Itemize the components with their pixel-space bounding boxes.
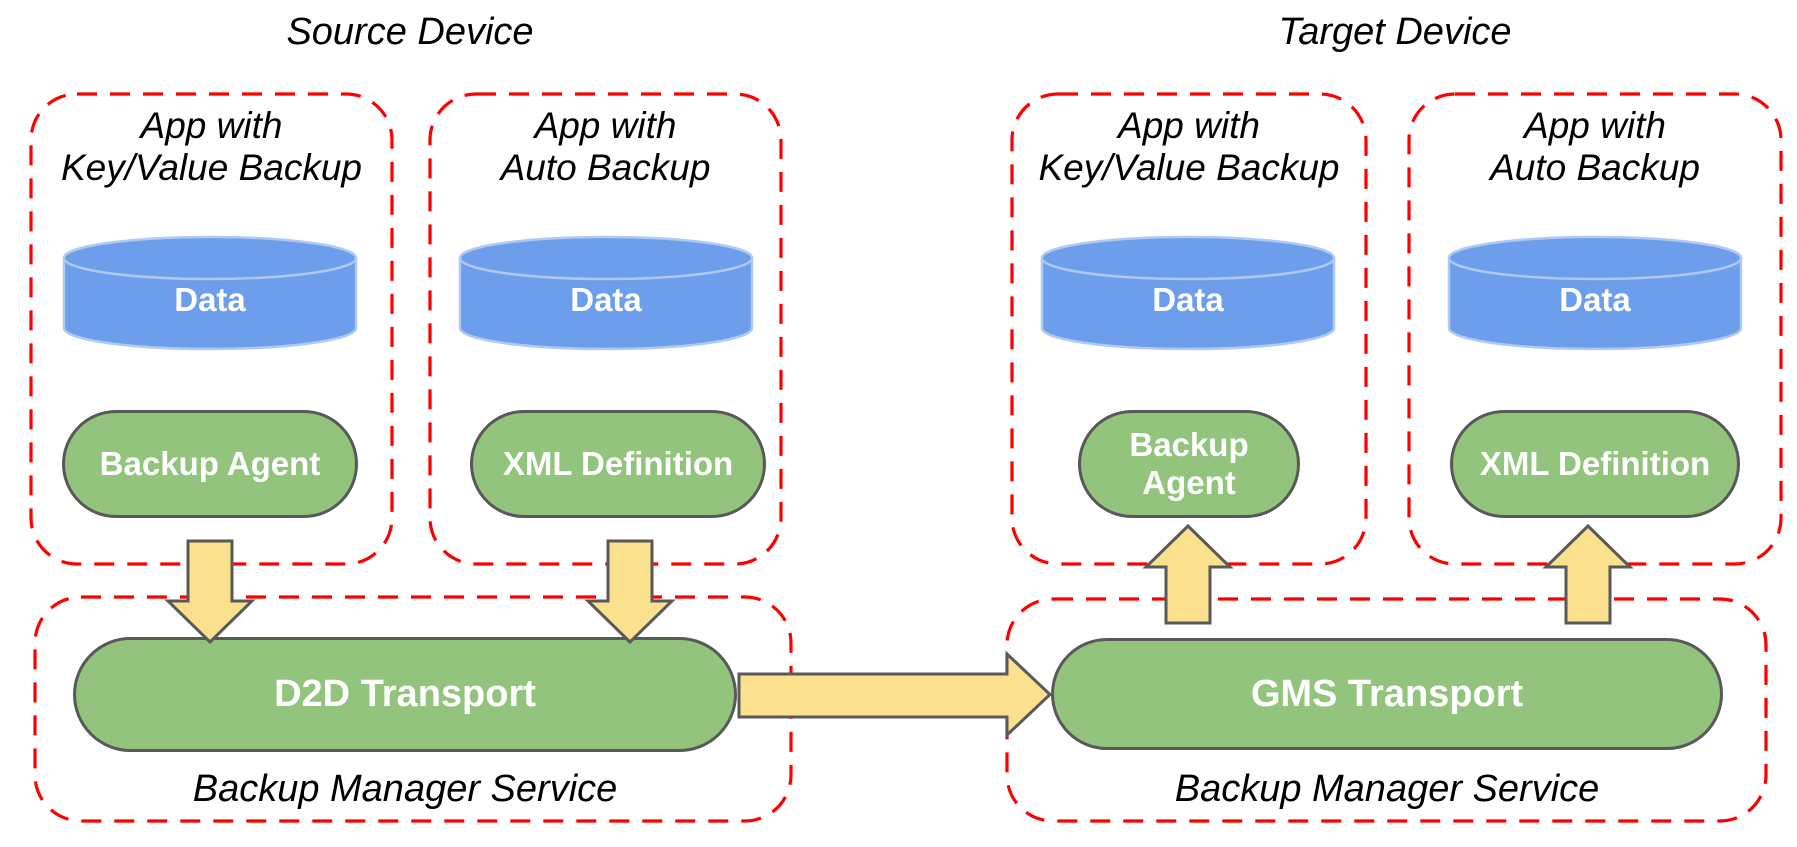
arrow-shape (164, 539, 256, 645)
cylinder-body (1447, 258, 1743, 351)
app-label-line1: App with (140, 105, 283, 146)
backup-manager-service-label: Backup Manager Service (192, 767, 618, 810)
cylinder-top (1447, 235, 1743, 281)
database-cylinder (1040, 235, 1336, 351)
data-label: Data (1152, 281, 1224, 318)
down-arrow-icon (164, 539, 256, 645)
app-label-line1: App with (1524, 105, 1666, 146)
xml-definition-box: XML Definition (470, 410, 766, 518)
backup-manager-service-label: Backup Manager Service (1174, 767, 1600, 810)
up-arrow-icon (1542, 523, 1634, 625)
database-cylinder (458, 235, 754, 351)
app-box-label: App with Auto Backup (1412, 105, 1778, 189)
arrow-shape (584, 539, 676, 645)
arrow-shape (1142, 523, 1234, 625)
app-box-outline-source-auto (428, 92, 783, 566)
down-arrow-icon (584, 539, 676, 645)
app-box-label: App with Key/Value Backup (1015, 105, 1363, 189)
app-label-line2: Auto Backup (1490, 146, 1700, 188)
service-box-outline-target (1005, 597, 1768, 823)
app-label-line2: Key/Value Backup (1038, 146, 1340, 188)
source-device-title: Source Device (286, 11, 534, 53)
database-cylinder (1447, 235, 1743, 351)
app-label-line1: App with (1118, 105, 1260, 146)
app-box-label: App with Key/Value Backup (34, 105, 389, 189)
app-label-line2: Key/Value Backup (61, 146, 362, 188)
up-arrow-icon (1142, 523, 1234, 625)
cylinder-body (1040, 258, 1336, 351)
arrow-shape (1542, 523, 1634, 625)
cylinder-top (1040, 235, 1336, 281)
cylinder-top (62, 235, 358, 281)
arrow-shape (737, 650, 1053, 739)
cylinder-top (458, 235, 754, 281)
data-label: Data (1559, 281, 1631, 318)
cylinder-body (62, 258, 358, 351)
dashed-rect (1005, 597, 1768, 823)
cylinder-body (458, 258, 754, 351)
data-label: Data (174, 281, 246, 318)
data-label: Data (570, 281, 642, 318)
app-label-line2: Auto Backup (500, 146, 711, 188)
backup-agent-box: Backup Agent (1078, 410, 1300, 518)
backup-agent-box: Backup Agent (62, 410, 358, 518)
app-label-line1: App with (534, 105, 677, 146)
d2d-transport-box: D2D Transport (73, 637, 737, 752)
target-device-title: Target Device (1278, 11, 1512, 53)
right-arrow-icon (737, 650, 1053, 739)
app-box-label: App with Auto Backup (433, 105, 778, 189)
gms-transport-box: GMS Transport (1051, 638, 1723, 750)
xml-definition-box: XML Definition (1450, 410, 1740, 518)
database-cylinder (62, 235, 358, 351)
dashed-rect (428, 92, 783, 566)
